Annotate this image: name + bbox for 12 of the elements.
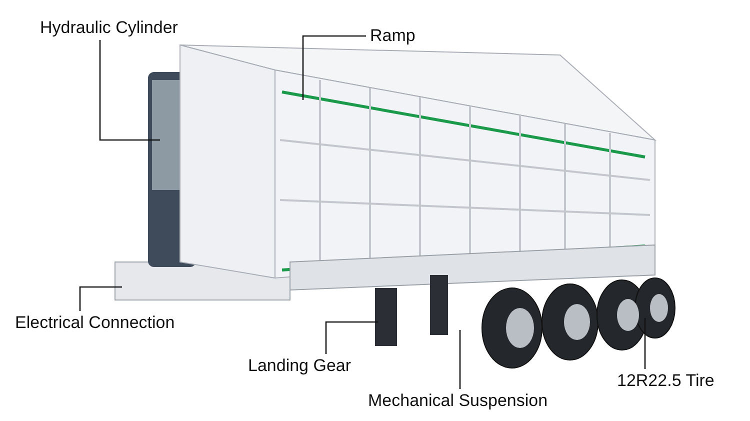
leader-line [325, 321, 378, 354]
part-label: Landing Gear [248, 356, 352, 376]
part-label: Mechanical Suspension [368, 391, 548, 411]
part-label: Hydraulic Cylinder [40, 18, 178, 38]
leader-line [79, 286, 122, 311]
leader-line [459, 330, 461, 389]
part-label: Electrical Connection [15, 313, 175, 333]
part-label: 12R22.5 Tire [617, 371, 714, 391]
part-label: Ramp [370, 26, 416, 46]
leader-line [644, 318, 646, 369]
leader-line [302, 35, 366, 100]
leader-line [99, 40, 160, 141]
